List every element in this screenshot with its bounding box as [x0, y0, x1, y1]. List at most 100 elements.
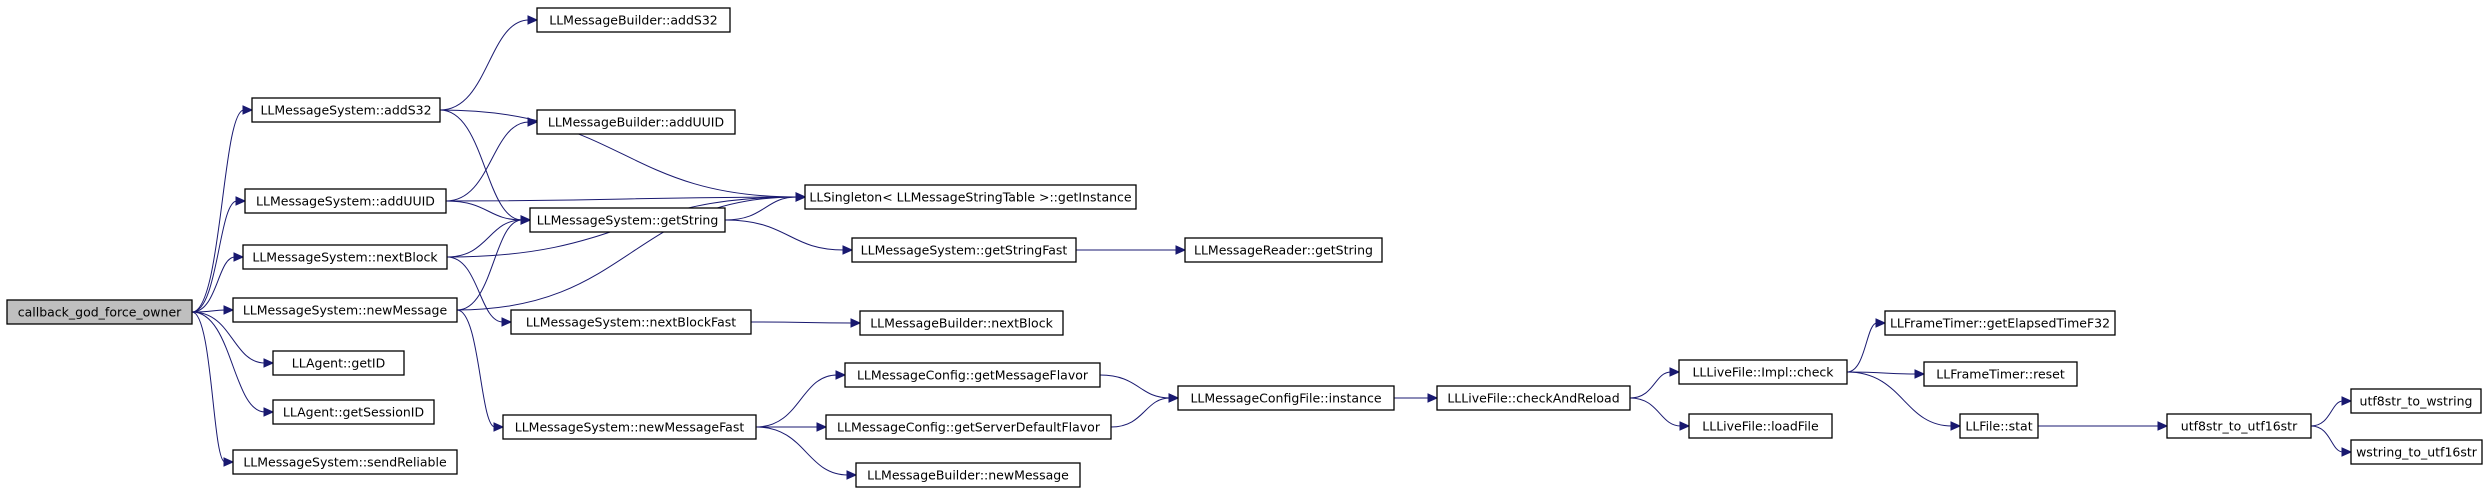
edge-arrowhead — [235, 196, 247, 206]
node-ms-nextblockfast[interactable]: LLMessageSystem::nextBlockFast — [510, 309, 752, 335]
node-box — [536, 109, 736, 135]
edge-arrowhead — [835, 370, 847, 380]
edge-line — [191, 311, 266, 413]
node-box — [272, 399, 435, 425]
edge-line — [456, 196, 798, 311]
edge-ms-newmessagefast-to-mc-getserverdefaultflavor — [756, 422, 828, 432]
node-box — [510, 309, 752, 335]
node-label: LLAgent::getSessionID — [283, 405, 424, 420]
edge-line — [724, 219, 845, 251]
node-label: LLMessageConfig::getMessageFlavor — [857, 368, 1089, 383]
node-singleton[interactable]: LLSingleton< LLMessageStringTable >::get… — [804, 184, 1137, 210]
node-label: LLMessageSystem::getStringFast — [861, 243, 1068, 258]
edge-arrowhead — [501, 317, 513, 327]
node-label: wstring_to_utf16str — [2356, 445, 2478, 460]
node-ms-adds32[interactable]: LLMessageSystem::addS32 — [251, 97, 441, 123]
edge-line — [750, 321, 853, 324]
node-lf-impl-check[interactable]: LLLiveFile::Impl::check — [1678, 359, 1848, 385]
node-mc-getmessageflavor[interactable]: LLMessageConfig::getMessageFlavor — [844, 362, 1101, 388]
nodes-layer: callback_god_force_ownerLLMessageSystem:… — [6, 7, 2483, 488]
node-box — [242, 244, 448, 270]
edge-arrowhead — [850, 318, 862, 328]
node-ms-nextblock[interactable]: LLMessageSystem::nextBlock — [242, 244, 448, 270]
edge-line — [446, 219, 523, 258]
node-label: LLMessageSystem::addS32 — [260, 103, 431, 118]
edge-line — [439, 109, 523, 221]
edge-lf-checkandreload-to-lf-loadfile — [1629, 397, 1691, 431]
node-box — [1177, 385, 1395, 411]
node-ms-getstringfast[interactable]: LLMessageSystem::getStringFast — [851, 237, 1077, 263]
node-box — [2166, 413, 2312, 439]
node-mb-nextblock[interactable]: LLMessageBuilder::nextBlock — [859, 310, 1064, 336]
node-ms-getstring[interactable]: LLMessageSystem::getString — [529, 207, 726, 233]
node-box — [1678, 359, 1848, 385]
edge-line — [445, 121, 530, 202]
node-lf-checkandreload[interactable]: LLLiveFile::checkAndReload — [1436, 385, 1631, 411]
node-agent-getsessionid[interactable]: LLAgent::getSessionID — [272, 399, 435, 425]
node-label: LLLiveFile::Impl::check — [1692, 365, 1834, 380]
node-mr-getstring[interactable]: LLMessageReader::getString — [1184, 237, 1383, 263]
edge-ms-nextblockfast-to-mb-nextblock — [750, 318, 862, 328]
edge-arrowhead — [1679, 421, 1691, 431]
node-utf8-to-utf16[interactable]: utf8str_to_utf16str — [2166, 413, 2312, 439]
edge-arrowhead — [1669, 367, 1681, 377]
edge-arrowhead — [2341, 447, 2353, 457]
edge-line — [724, 196, 798, 221]
node-wstring-to-utf16[interactable]: wstring_to_utf16str — [2350, 439, 2483, 465]
node-label: LLMessageSystem::addUUID — [256, 194, 435, 209]
edge-line — [191, 311, 266, 364]
edge-line — [1629, 397, 1682, 427]
node-ms-newmessagefast[interactable]: LLMessageSystem::newMessageFast — [502, 414, 757, 440]
edge-arrowhead — [2157, 421, 2169, 431]
node-box — [536, 7, 731, 33]
node-mb-newmessage[interactable]: LLMessageBuilder::newMessage — [855, 462, 1081, 488]
node-box — [844, 362, 1101, 388]
node-label: utf8str_to_wstring — [2360, 394, 2473, 409]
node-box — [851, 237, 1077, 263]
node-label: utf8str_to_utf16str — [2181, 419, 2298, 434]
edge-callback-god-force-owner-to-agent-getsessionid — [191, 311, 275, 417]
node-ms-adduuid[interactable]: LLMessageSystem::addUUID — [244, 188, 447, 214]
edge-arrowhead — [527, 15, 539, 25]
edge-ms-nextblock-to-ms-nextblockfast — [446, 256, 513, 327]
node-file-stat[interactable]: LLFile::stat — [1959, 413, 2039, 439]
edge-callback-god-force-owner-to-ms-adduuid — [191, 196, 247, 313]
node-label: LLMessageBuilder::addS32 — [549, 13, 718, 28]
node-label: LLMessageSystem::newMessageFast — [515, 420, 745, 435]
edge-line — [755, 426, 849, 476]
node-label: LLMessageBuilder::addUUID — [548, 115, 724, 130]
edge-line — [2310, 425, 2344, 453]
edge-arrowhead — [1175, 245, 1187, 255]
edge-callback-god-force-owner-to-agent-getid — [191, 311, 275, 368]
edge-mcf-instance-to-lf-checkandreload — [1394, 393, 1439, 403]
node-utf8-to-wstring[interactable]: utf8str_to_wstring — [2350, 388, 2482, 414]
edge-ms-getstring-to-singleton — [724, 192, 807, 221]
node-label: LLMessageBuilder::newMessage — [867, 468, 1069, 483]
node-box — [251, 97, 441, 123]
edge-file-stat-to-utf8-to-utf16 — [2038, 421, 2169, 431]
edge-lf-checkandreload-to-lf-impl-check — [1629, 367, 1681, 399]
edge-arrowhead — [223, 305, 235, 315]
edge-arrowhead — [1875, 318, 1887, 328]
node-ft-reset[interactable]: LLFrameTimer::reset — [1923, 361, 2078, 387]
node-mb-adds32[interactable]: LLMessageBuilder::addS32 — [536, 7, 731, 33]
node-ms-sendreliable[interactable]: LLMessageSystem::sendReliable — [232, 449, 458, 475]
edge-line — [456, 309, 496, 428]
node-ms-newmessage[interactable]: LLMessageSystem::newMessage — [232, 297, 458, 323]
node-mcf-instance[interactable]: LLMessageConfigFile::instance — [1177, 385, 1395, 411]
node-mb-adduuid[interactable]: LLMessageBuilder::addUUID — [536, 109, 736, 135]
node-agent-getid[interactable]: LLAgent::getID — [272, 350, 405, 376]
node-label: LLMessageConfig::getServerDefaultFlavor — [837, 420, 1101, 435]
node-label: LLMessageBuilder::nextBlock — [870, 316, 1053, 331]
node-lf-loadfile[interactable]: LLLiveFile::loadFile — [1688, 413, 1833, 439]
node-mc-getserverdefaultflavor[interactable]: LLMessageConfig::getServerDefaultFlavor — [825, 414, 1112, 440]
edge-arrowhead — [795, 192, 807, 202]
node-box — [1959, 413, 2039, 439]
edge-line — [191, 311, 226, 463]
edge-ms-newmessagefast-to-mc-getmessageflavor — [755, 370, 847, 428]
edge-utf8-to-utf16-to-wstring-to-utf16 — [2310, 425, 2353, 457]
edge-line — [1110, 397, 1171, 428]
node-box — [232, 297, 458, 323]
node-ft-getelapsed[interactable]: LLFrameTimer::getElapsedTimeF32 — [1884, 310, 2116, 336]
node-box — [859, 310, 1064, 336]
